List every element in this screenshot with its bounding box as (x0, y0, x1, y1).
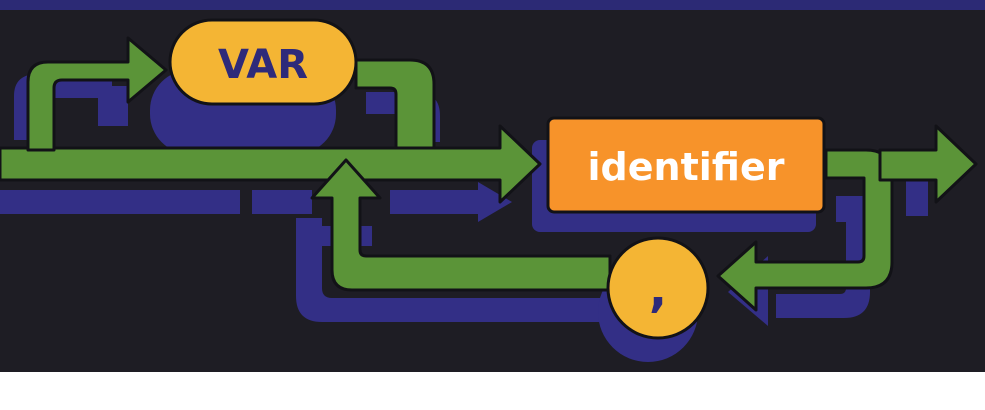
top-band (0, 0, 985, 10)
exit-arrow (878, 124, 978, 204)
identifier-node-shape (546, 116, 826, 214)
main-flow-arrow (0, 124, 542, 204)
comma-node-shape (606, 236, 710, 340)
loop-back-arrow (310, 158, 612, 292)
var-node-shape (168, 18, 358, 106)
identifier-node-label: identifier (588, 145, 785, 189)
node-identifier: identifier (546, 116, 826, 214)
arrow-paths (0, 36, 978, 312)
top-entry-arrow (26, 36, 168, 152)
node-var: VAR (168, 18, 358, 106)
node-comma: , (606, 236, 710, 340)
comma-node-label: , (649, 262, 667, 318)
var-exit-arrow (354, 58, 436, 150)
bottom-strip (0, 372, 985, 410)
var-node-label: VAR (218, 42, 308, 88)
